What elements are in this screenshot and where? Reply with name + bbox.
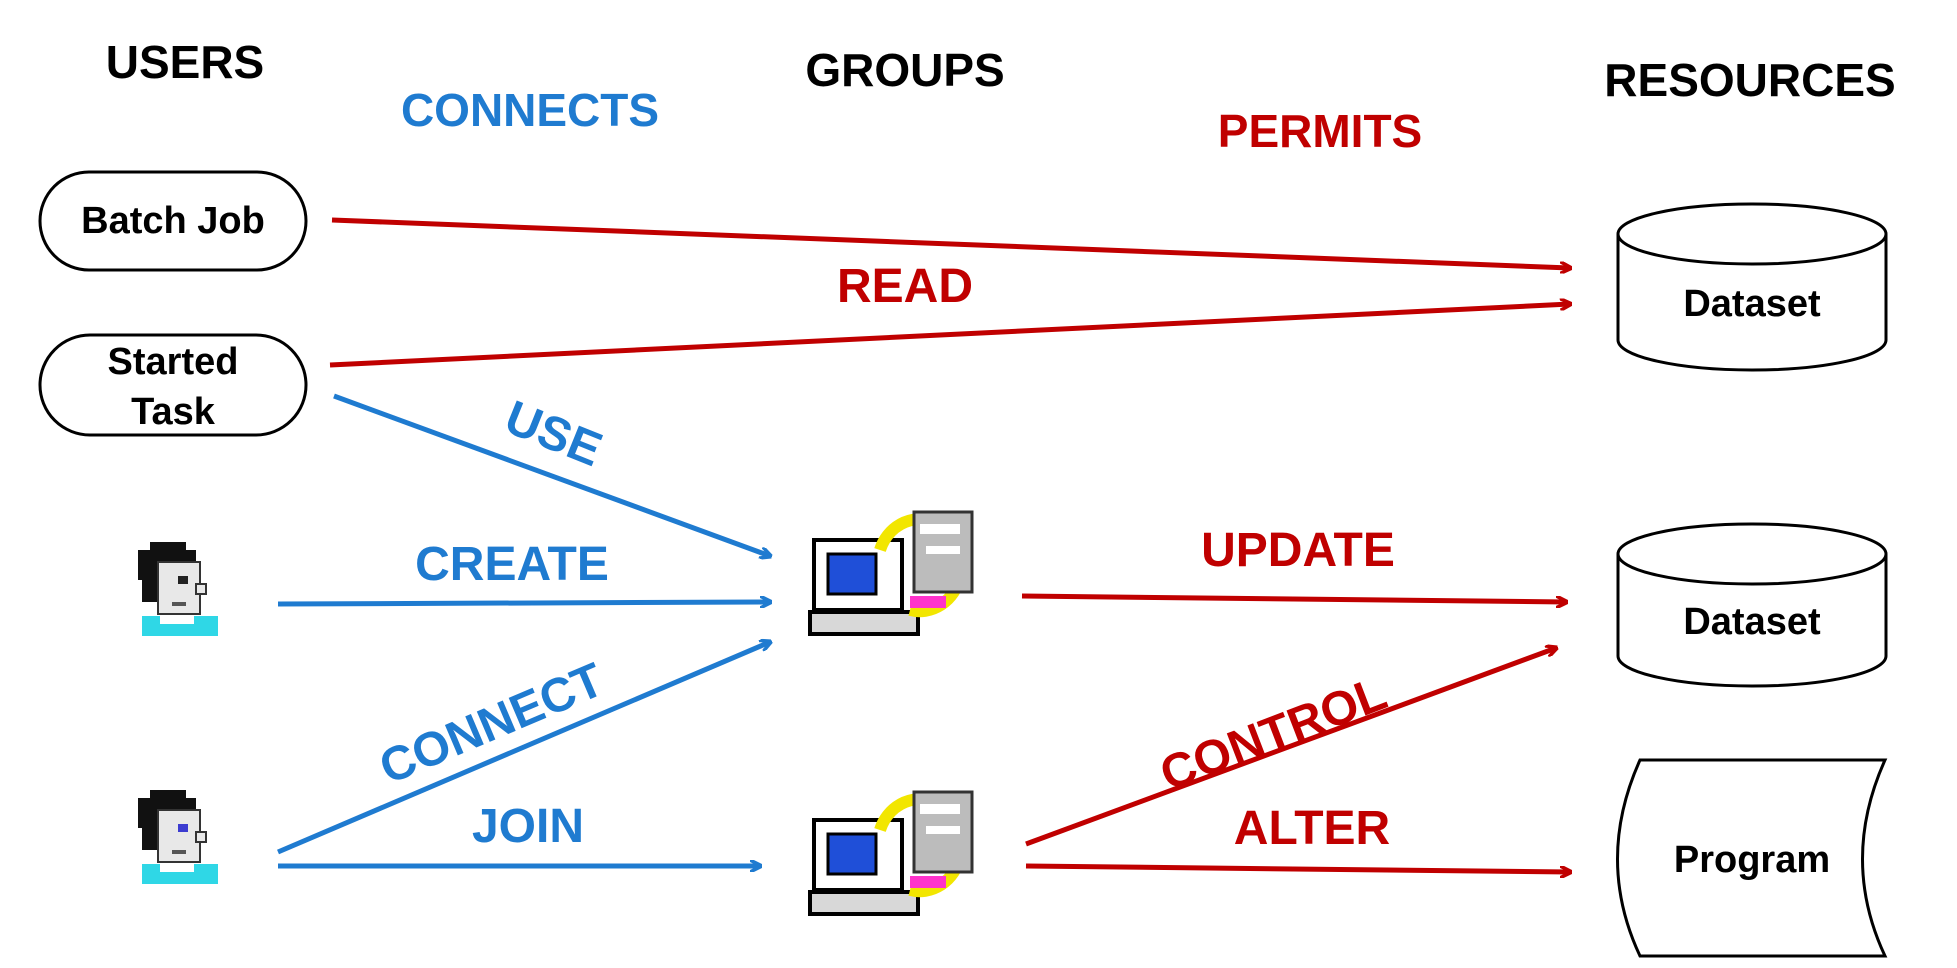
- started-task-label-line2: Task: [131, 391, 216, 433]
- person-icon: [138, 542, 218, 636]
- read-arrow-batch-job: [331, 217, 1570, 268]
- heading-connects: CONNECTS: [401, 84, 659, 136]
- update-arrow: [1021, 593, 1566, 602]
- create-label: CREATE: [415, 538, 609, 591]
- control-label: CONTROL: [1153, 667, 1394, 802]
- join-label: JOIN: [472, 800, 584, 853]
- dataset-label: Dataset: [1683, 283, 1821, 325]
- alter-arrow: [1025, 863, 1570, 872]
- read-arrow-started-task: [329, 304, 1570, 368]
- use-arrow: [333, 393, 770, 556]
- program-shape-icon: Program: [1616, 758, 1888, 958]
- heading-resources: RESOURCES: [1604, 54, 1895, 106]
- heading-groups: GROUPS: [805, 44, 1004, 96]
- user-batch-job: Batch Job: [38, 170, 308, 272]
- group-computer-icon: [808, 790, 974, 916]
- alter-label: ALTER: [1234, 802, 1390, 855]
- dataset-label: Dataset: [1683, 601, 1821, 643]
- started-task-label-line1: Started: [108, 341, 239, 383]
- heading-users: USERS: [106, 36, 264, 88]
- person-icon: [138, 790, 218, 884]
- update-label: UPDATE: [1201, 524, 1395, 577]
- control-arrow: [1025, 648, 1556, 847]
- user-started-task: Started Task: [38, 333, 308, 437]
- read-label: READ: [837, 260, 973, 313]
- connect-arrow: [277, 642, 770, 855]
- batch-job-label: Batch Job: [81, 200, 265, 242]
- create-arrow: [277, 602, 770, 604]
- database-cylinder-icon: Dataset: [1616, 522, 1888, 688]
- group-computer-icon: [808, 510, 974, 636]
- heading-permits: PERMITS: [1218, 105, 1422, 157]
- database-cylinder-icon: Dataset: [1616, 202, 1888, 372]
- program-label: Program: [1674, 839, 1830, 881]
